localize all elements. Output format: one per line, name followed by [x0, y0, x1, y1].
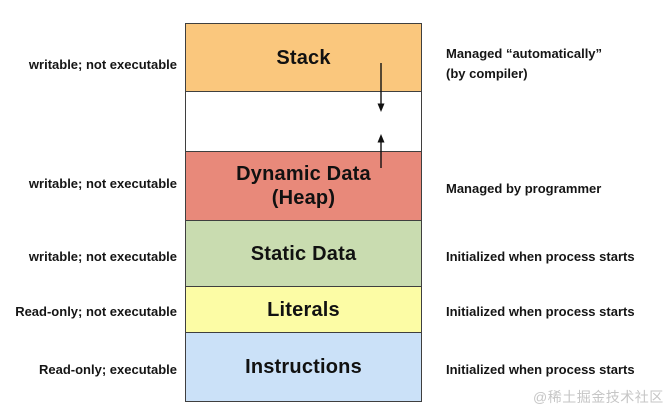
- note-instructions-permissions: Read-only; executable: [39, 362, 177, 377]
- heap-grows-up-arrow: [377, 134, 385, 168]
- segment-stack: Stack: [185, 23, 422, 92]
- note-heap-permissions: writable; not executable: [28, 176, 177, 191]
- segment-heap: Dynamic Data (Heap): [185, 151, 422, 221]
- segment-literals: Literals: [185, 286, 422, 333]
- segment-stack-label: Stack: [276, 46, 331, 69]
- segment-heap-label-line1: Dynamic Data: [236, 163, 371, 185]
- note-stack-management-line1: Managed “automatically”: [446, 46, 603, 61]
- segment-instructions: Instructions: [185, 332, 422, 402]
- growth-arrows: [377, 63, 385, 168]
- segment-instructions-label: Instructions: [245, 356, 362, 378]
- note-heap-management: Managed by programmer: [446, 181, 602, 196]
- segment-heap-label-line2: (Heap): [271, 187, 336, 209]
- note-static-data-permissions: writable; not executable: [28, 249, 177, 264]
- stack-grows-down-arrow: [377, 63, 385, 112]
- note-instructions-init: Initialized when process starts: [446, 362, 635, 377]
- memory-segment-column: Stack Dynamic Data (Heap) Static Data Li…: [185, 23, 422, 402]
- watermark-juejin: @稀土掘金技术社区: [533, 389, 664, 405]
- note-literals-init: Initialized when process starts: [446, 304, 635, 319]
- note-literals-permissions: Read-only; not executable: [15, 304, 177, 319]
- segment-static-data-label: Static Data: [250, 242, 357, 265]
- segment-literals-label: Literals: [267, 298, 340, 321]
- note-stack-management-line2: (by compiler): [446, 66, 528, 81]
- note-stack-permissions: writable; not executable: [28, 57, 177, 72]
- note-static-data-init: Initialized when process starts: [446, 249, 635, 264]
- segment-static-data: Static Data: [185, 220, 422, 287]
- note-stack-management: Managed “automatically” (by compiler): [446, 44, 602, 84]
